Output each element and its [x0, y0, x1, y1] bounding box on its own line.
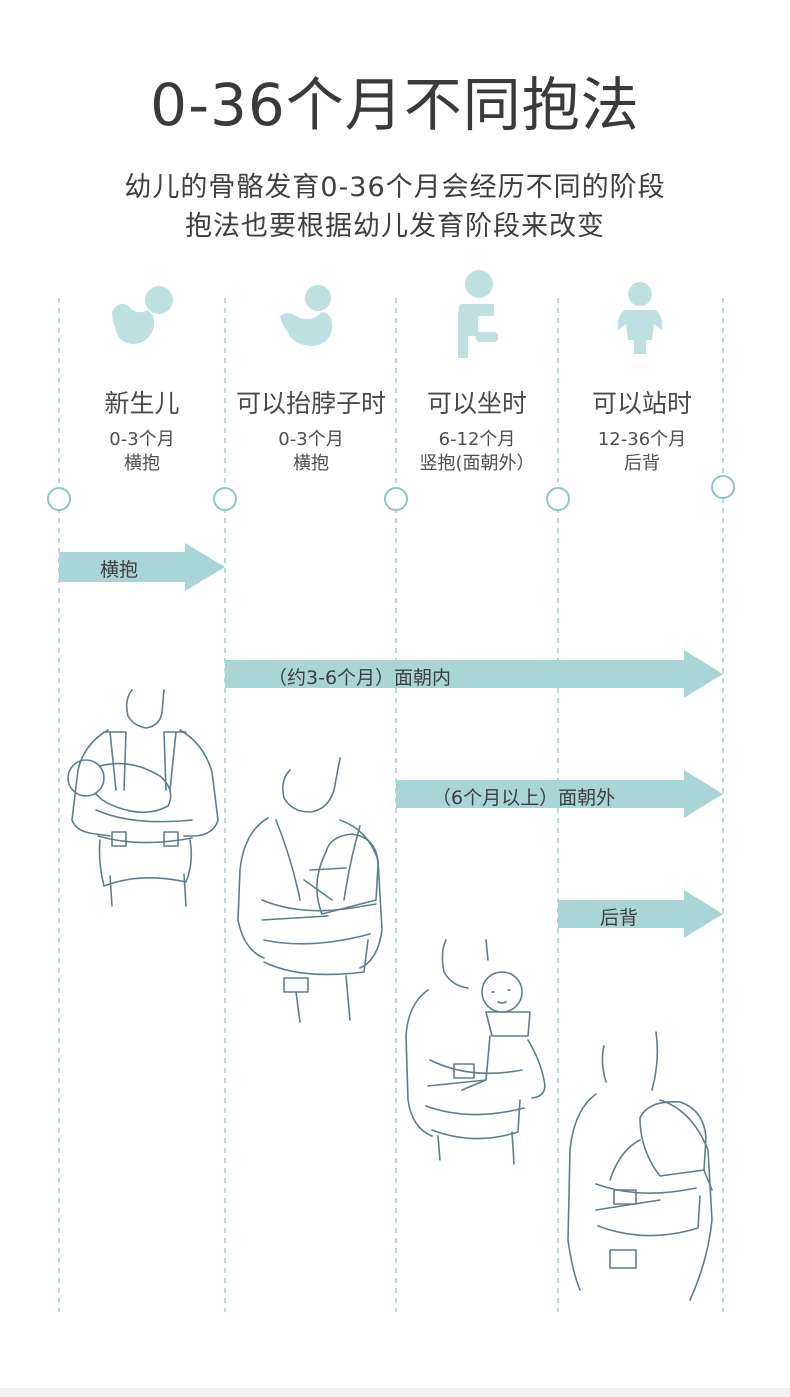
arrow-label-cradle: 横抱: [100, 559, 139, 581]
timeline-node-3: [384, 487, 408, 511]
head-up-baby-icon: [280, 285, 333, 346]
arrow-back-carry: [558, 890, 723, 938]
timeline-node-4: [546, 487, 570, 511]
stage-name-head-up: 可以抬脖子时: [235, 389, 386, 418]
bottom-band: [0, 1388, 790, 1397]
arrow-facing-out: [396, 770, 723, 818]
lying-baby-icon: [112, 286, 173, 344]
arrow-cradle-hold: [59, 543, 225, 591]
stage-age: 12-36个月: [597, 429, 687, 450]
stage-name-sitting: 可以坐时: [426, 389, 527, 418]
stage-detail-standing: 12-36个月 后背: [557, 428, 727, 476]
cradle-hold-illustration: [67, 689, 219, 907]
stage-name-standing: 可以站时: [591, 389, 692, 418]
stage-detail-sitting: 6-12个月 竖抱(面朝外）: [392, 428, 562, 476]
stage-hold: 后背: [624, 453, 660, 474]
subtitle-line-2: 抱法也要根据幼儿发育阶段来改变: [185, 211, 605, 242]
page-title: 0-36个月不同抱法: [150, 71, 640, 139]
timeline-node-5: [711, 475, 735, 499]
stage-hold: 横抱: [293, 453, 329, 474]
facing-out-illustration: [405, 939, 546, 1165]
arrow-label-back: 后背: [600, 907, 639, 929]
stage-detail-newborn: 0-3个月 横抱: [57, 428, 227, 476]
arrow-facing-in: [225, 650, 723, 698]
subtitle-line-1: 幼儿的骨骼发育0-36个月会经历不同的阶段: [124, 172, 666, 203]
stage-hold: 竖抱(面朝外）: [419, 453, 535, 474]
stage-hold: 横抱: [124, 453, 160, 474]
arrow-label-facing-in: （约3-6个月）面朝内: [268, 667, 452, 689]
stage-age: 0-3个月: [109, 429, 175, 450]
back-carry-illustration: [567, 1031, 713, 1301]
timeline-node-1: [47, 487, 71, 511]
sitting-baby-icon: [458, 270, 498, 358]
standing-child-icon: [617, 282, 663, 354]
stage-age: 0-3个月: [278, 429, 344, 450]
facing-in-illustration: [237, 757, 383, 1023]
stage-name-newborn: 新生儿: [104, 389, 180, 418]
stage-detail-head-up: 0-3个月 横抱: [226, 428, 396, 476]
stage-age: 6-12个月: [438, 429, 516, 450]
arrow-label-facing-out: （6个月以上）面朝外: [432, 787, 616, 809]
timeline-node-2: [213, 487, 237, 511]
